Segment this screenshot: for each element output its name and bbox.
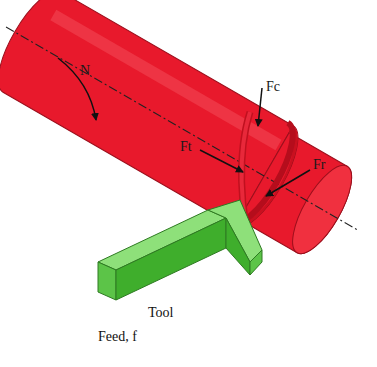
feed-label: Feed, f [98, 330, 137, 344]
part-label: Tool [148, 306, 173, 320]
force-label: Fr [313, 158, 325, 172]
force-arrow [258, 88, 262, 126]
force-label: Ft [180, 140, 192, 154]
rotation-label: N [80, 64, 90, 78]
cutting-tool [98, 200, 262, 300]
force-label: Fc [266, 80, 280, 94]
force-arrow [266, 170, 310, 196]
force-arrow [200, 150, 243, 172]
rotation-arrow [58, 58, 96, 120]
